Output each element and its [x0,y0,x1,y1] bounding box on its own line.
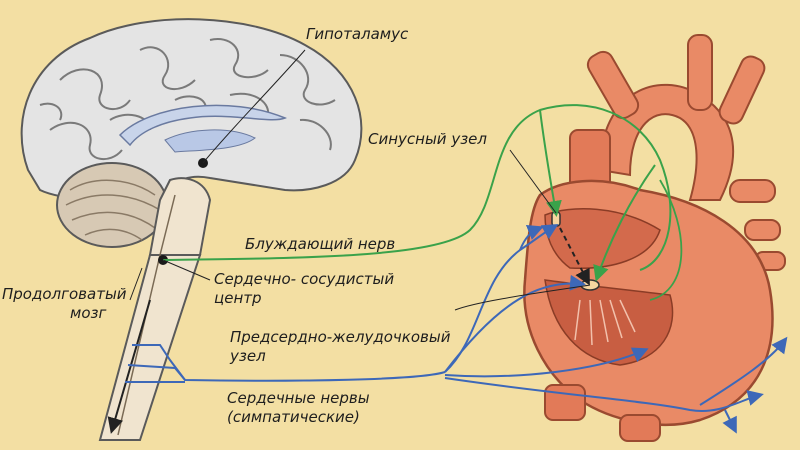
vagus-branch-sinus [539,109,562,217]
label-cardiac-nerves-2: (симпатические) [227,408,360,426]
corpus-callosum [118,104,287,147]
vessel-1 [586,50,640,120]
label-av-node-1: Предсердно-желудочковый [230,328,451,346]
label-hypothalamus: Гипоталамус [306,25,409,43]
ventricle [164,129,256,153]
vessel-3 [718,55,766,125]
heart-illustration [523,34,786,442]
cerebellum [56,162,168,248]
label-cardio-center-2: центр [214,289,262,307]
conduction-arrow [559,227,590,286]
vagus-nerve-path [162,104,672,271]
sympathetic-nerves [125,223,788,434]
coronary-vessel [619,414,661,442]
vagus-branch-ventricle [649,179,683,301]
label-medulla-1: Продолговатый [2,285,127,303]
vessel-2 [687,34,713,111]
pulmonary-vessel-2 [744,219,781,241]
leader-lines [129,49,591,311]
label-cardio-center-1: Сердечно- сосудистый [214,270,395,288]
label-cardiac-nerves-1: Сердечные нервы [227,389,370,407]
ventricle-cutaway [544,279,674,366]
sinus-node-marker [551,211,561,227]
vagus-branch-av [593,164,656,282]
label-vagus-nerve: Блуждающий нерв [245,235,396,253]
pulmonary-vessel-1 [729,179,776,203]
central-canal [117,194,176,436]
label-sinus-node: Синусный узел [368,130,487,148]
valve-chordae [574,299,636,346]
brain-illustration [20,18,363,441]
spinal-cord [98,254,202,441]
inferior-vena-cava [544,384,586,421]
label-medulla-2: мозг [70,304,107,322]
label-av-node-2: узел [230,347,266,365]
